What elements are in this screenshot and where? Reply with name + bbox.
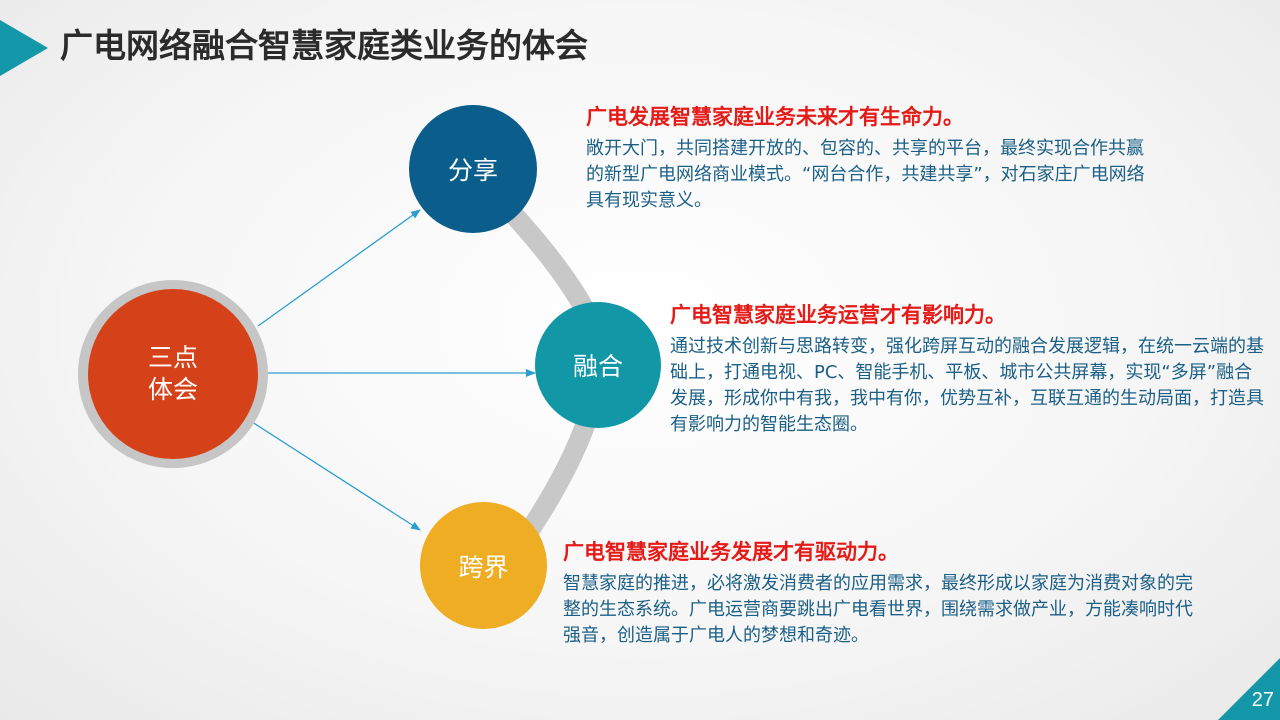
node-cross-label: 跨界 <box>458 552 509 582</box>
block-body: 敞开大门，共同搭建开放的、包容的、共享的平台，最终实现合作共赢的新型广电网络商业… <box>586 138 1145 211</box>
block-heading: 广电智慧家庭业务发展才有驱动力。 <box>563 540 899 564</box>
node-fuse-label: 融合 <box>572 352 623 381</box>
block-heading: 广电智慧家庭业务运营才有影响力。 <box>670 303 1006 327</box>
center-label-line1: 三点 <box>147 343 198 372</box>
center-label-line2: 体会 <box>147 375 198 404</box>
arrow-to-cross <box>251 421 421 531</box>
text-block-fuse: 广电智慧家庭业务运营才有影响力。 通过技术创新与思路转变，强化跨屏互动的融合发展… <box>670 300 1270 438</box>
text-block-cross: 广电智慧家庭业务发展才有驱动力。 智慧家庭的推进，必将激发消费者的应用需求，最终… <box>563 537 1193 649</box>
corner-accent <box>1218 658 1280 720</box>
node-share-label: 分享 <box>447 156 498 185</box>
block-body: 通过技术创新与思路转变，强化跨屏互动的融合发展逻辑，在统一云端的基础上，打通电视… <box>670 336 1264 435</box>
page-number: 27 <box>1251 689 1274 711</box>
node-share: 分享 <box>409 105 537 233</box>
center-circle: 三点 体会 <box>88 289 258 459</box>
block-heading: 广电发展智慧家庭业务未来才有生命力。 <box>586 105 964 129</box>
node-cross: 跨界 <box>420 502 547 629</box>
block-body: 智慧家庭的推进，必将激发消费者的应用需求，最终形成以家庭为消费对象的完整的生态系… <box>563 573 1193 646</box>
text-block-share: 广电发展智慧家庭业务未来才有生命力。 敞开大门，共同搭建开放的、包容的、共享的平… <box>586 102 1156 214</box>
node-fuse: 融合 <box>535 302 661 428</box>
title-arrow-icon <box>0 20 48 76</box>
arrow-to-share <box>257 209 421 327</box>
page-title: 广电网络融合智慧家庭类业务的体会 <box>60 26 588 65</box>
